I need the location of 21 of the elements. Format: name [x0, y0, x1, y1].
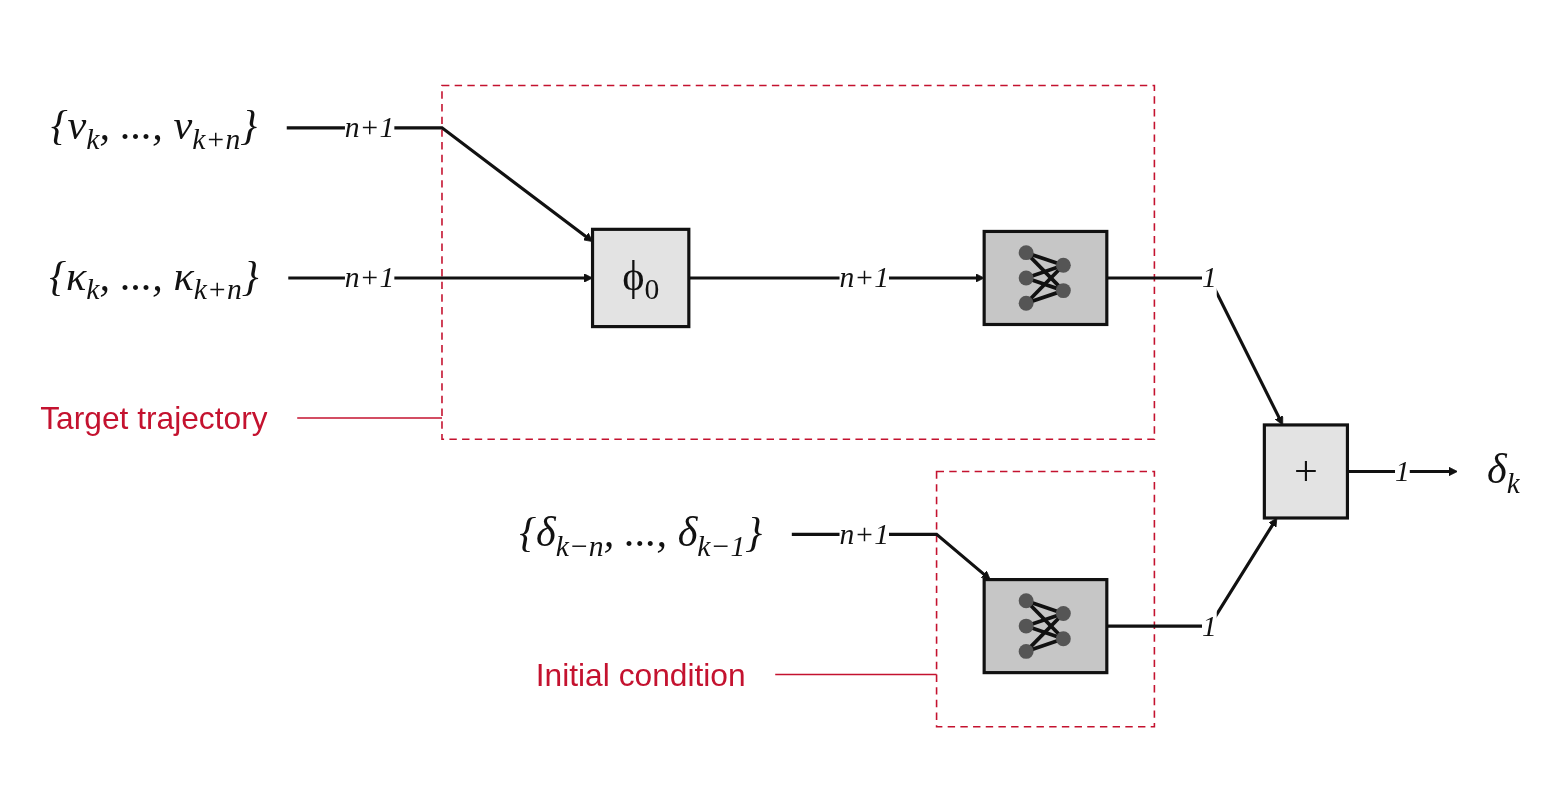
node-text: {δ$_{k−n}$, ..., δ$_{k−1}$} — [519, 507, 763, 562]
node-text: Target trajectory — [40, 400, 268, 436]
cluster — [441, 84, 1156, 440]
edge-label: 1 — [1201, 609, 1217, 642]
node-box: + — [1262, 423, 1349, 520]
edge-label: n+1 — [344, 110, 395, 144]
node-box — [982, 578, 1109, 675]
cluster — [935, 470, 1156, 728]
node-box — [982, 229, 1109, 327]
edge-label: 1 — [1395, 454, 1410, 488]
node-text: {v$_{k}$, ..., v$_{k+n}$} — [50, 101, 258, 156]
node-text: {κ$_{k}$, ..., κ$_{k+n}$} — [49, 251, 259, 306]
connector — [296, 417, 443, 419]
node-box: ϕ$_{0}$ — [590, 227, 691, 329]
edge-label: 1 — [1201, 261, 1217, 294]
edge-label: n+1 — [344, 261, 395, 294]
edge-label: n+1 — [839, 517, 889, 551]
node-text: δ$_{k}$ — [1487, 445, 1520, 499]
node-text: Initial condition — [535, 657, 746, 692]
connector — [774, 673, 938, 676]
edge-label: n+1 — [839, 261, 889, 294]
